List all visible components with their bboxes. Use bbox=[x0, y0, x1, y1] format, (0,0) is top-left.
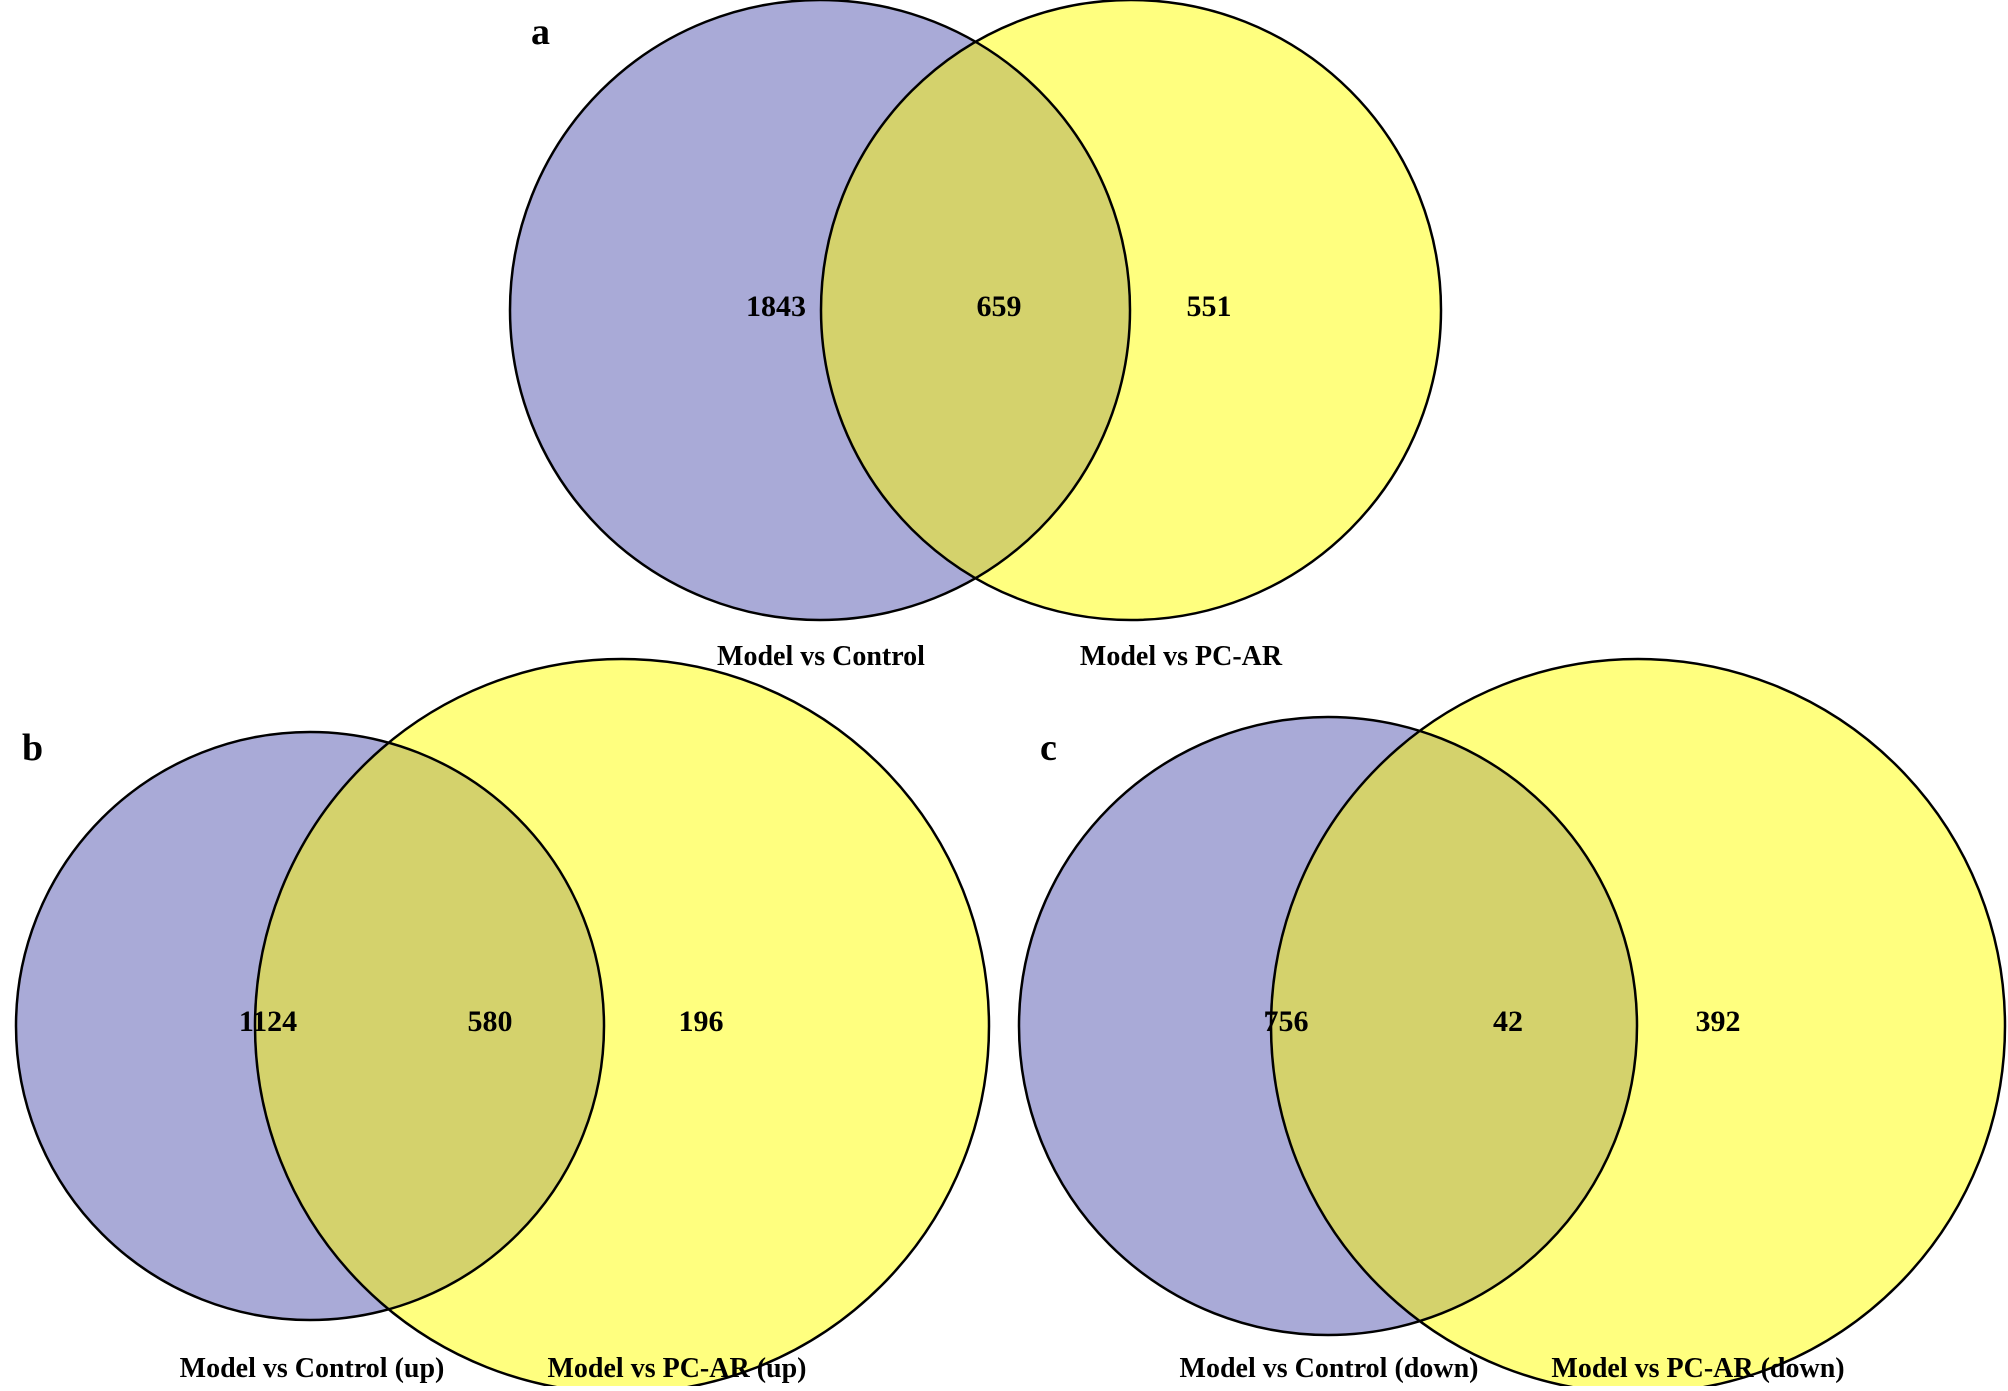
overlap-region bbox=[1271, 717, 1637, 1335]
count-overlap: 659 bbox=[977, 290, 1022, 323]
set-label-right: Model vs PC-AR (down) bbox=[1551, 1353, 1844, 1384]
panel-letter-b: b bbox=[22, 727, 43, 769]
set-outline-left bbox=[508, 0, 1132, 622]
overlap-region bbox=[255, 732, 604, 1320]
count-right-only: 551 bbox=[1187, 290, 1232, 323]
venn-panel-b: b 1124 580 196 Model vs Control (up) Mod… bbox=[14, 657, 991, 1391]
overlap-region bbox=[821, 0, 1130, 620]
set-label-left: Model vs Control (up) bbox=[180, 1353, 445, 1384]
count-overlap: 580 bbox=[468, 1005, 513, 1038]
venn-panel-a: a 1843 659 551 Model vs Control Model vs… bbox=[508, 0, 1443, 672]
count-left-only: 1843 bbox=[746, 290, 806, 323]
set-outline-right bbox=[1269, 657, 2007, 1391]
set-outline-right bbox=[253, 657, 991, 1391]
set-label-right: Model vs PC-AR (up) bbox=[548, 1353, 807, 1384]
count-right-only: 196 bbox=[679, 1005, 724, 1038]
count-right-only: 392 bbox=[1696, 1005, 1741, 1038]
venn-panel-c: c 756 42 392 Model vs Control (down) Mod… bbox=[1017, 657, 2007, 1391]
panel-letter-c: c bbox=[1040, 727, 1057, 769]
panel-letter-a: a bbox=[531, 11, 550, 53]
count-left-only: 756 bbox=[1264, 1005, 1309, 1038]
set-outline-right bbox=[819, 0, 1443, 622]
set-outline-left bbox=[1017, 715, 1639, 1337]
set-label-right: Model vs PC-AR bbox=[1080, 641, 1283, 672]
count-left-only: 1124 bbox=[239, 1005, 297, 1038]
set-label-left: Model vs Control bbox=[717, 641, 925, 672]
count-overlap: 42 bbox=[1493, 1005, 1523, 1038]
set-label-left: Model vs Control (down) bbox=[1180, 1353, 1479, 1384]
set-outline-left bbox=[14, 730, 606, 1322]
